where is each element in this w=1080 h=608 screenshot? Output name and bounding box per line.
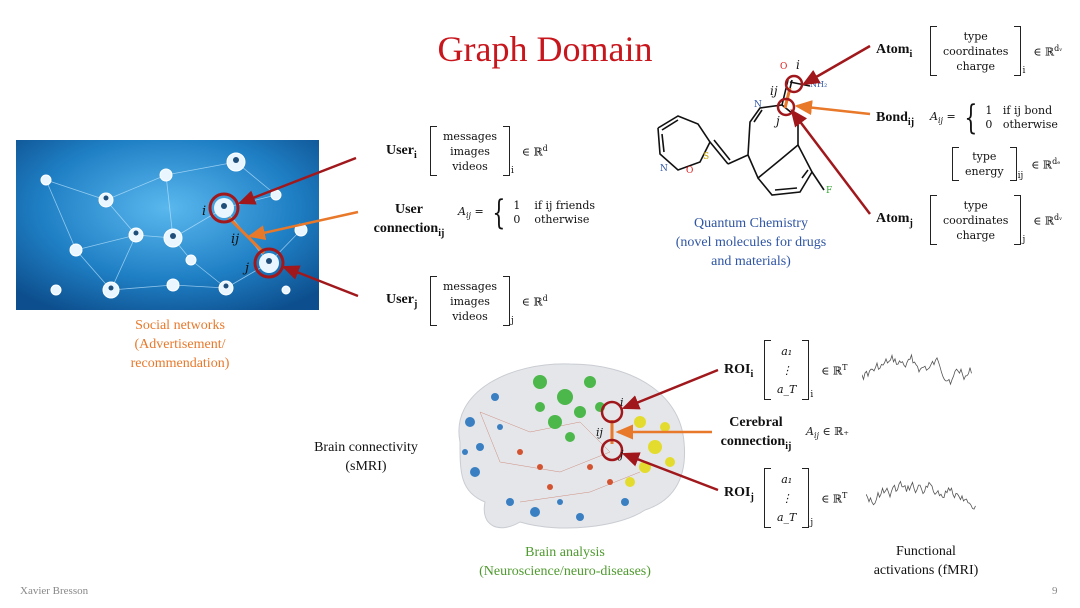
atom-j-highlight [776,97,796,117]
brain-connectivity-label: Brain connectivity (sMRI) [314,440,418,474]
node-i-highlight [208,192,240,224]
brain-node-i-label: i [620,396,624,409]
atom-j-feature-vector: type coordinates charge j ∈ ℝdᵥ [930,195,1062,245]
chem-edge-ij-label: ij [770,84,778,98]
chem-node-i-label: i [796,58,800,72]
roi-j-label: ROIj [724,485,754,503]
atom-F: F [826,186,833,196]
bond-formula: Aij = { 1 if ij bond 0 otherwise [930,98,1058,138]
chem-node-j-label: j [776,114,780,128]
node-j-highlight [253,247,285,279]
roi-j-highlight [600,438,624,462]
user-j-feature-vector: messages images videos j ∈ ℝd [430,276,548,326]
atom-N2: N [660,164,668,174]
roi-i-signal-vector: a₁ ⋮ a_T i ∈ ℝT [764,340,847,400]
atom-O2: O [686,166,694,176]
roi-i-highlight [600,400,624,424]
social-network-graph [16,140,319,310]
brain-edge-ij-label: ij [596,426,603,439]
bond-feature-vector: type energy ij ∈ ℝdₑ [952,147,1060,181]
brain-node-j-label: j [620,448,624,461]
atom-N1: N [754,100,762,110]
fmri-signal-j [866,480,976,510]
social-network-image: i ij j [16,140,319,310]
social-caption-line1: Social networks [135,318,225,333]
atom-i-label: Atomi [876,42,913,60]
social-edge-ij-label: ij [231,232,240,247]
atom-S: S [703,152,710,162]
social-node-j-label: j [245,261,250,276]
footer-page-number: 9 [1052,585,1058,597]
fmri-signal-i [862,353,972,386]
brain-graph [458,363,686,529]
social-caption-line2: (Advertisement/ [134,337,226,352]
user-connection-formula: Aij = { 1 if ij friends 0 otherwise [458,193,595,233]
user-i-items: messages images videos [443,129,497,173]
atom-NH2: NH₂ [810,80,828,89]
user-connection-label: User connectionij [373,202,445,239]
user-i-feature-vector: messages images videos i ∈ ℝd [430,126,548,176]
cerebral-formula: Aij ∈ ℝ₊ [806,425,850,441]
fmri-caption: Functional activations (fMRI) [873,544,979,578]
social-node-i-label: i [202,204,207,219]
social-caption: Social networks (Advertisement/ recommen… [90,316,270,373]
footer-author: Xavier Bresson [20,585,89,597]
atom-j-label: Atomj [876,211,913,229]
brain-image: i ij j [440,352,690,542]
roi-i-label: ROIi [724,362,754,380]
molecule-structure [657,74,825,196]
user-j-label: Userj [386,292,418,310]
user-i-label: Useri [386,143,417,161]
atom-O: O [780,62,788,72]
chem-caption: Quantum Chemistry (novel molecules for d… [675,216,827,269]
social-caption-line3: recommendation) [130,356,230,371]
brain-caption: Brain analysis (Neuroscience/neuro-disea… [479,545,651,579]
bond-label: Bondij [876,110,915,128]
atom-i-feature-vector: type coordinates charge i ∈ ℝdᵥ [930,26,1062,76]
slide-title: Graph Domain [437,29,653,69]
cerebral-connection-label: Cerebral connectionij [720,415,792,452]
molecule-diagram: O NH₂ N S N O F i ij j [640,50,870,210]
roi-j-signal-vector: a₁ ⋮ a_T j ∈ ℝT [764,468,847,528]
